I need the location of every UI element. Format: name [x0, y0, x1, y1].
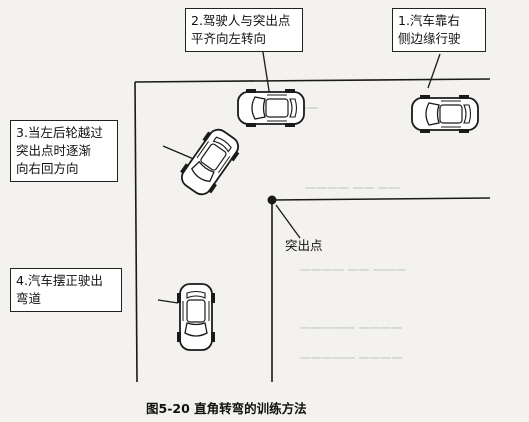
- car-position-4: [176, 283, 216, 351]
- car-position-1: [411, 94, 479, 134]
- car-position-3: [174, 123, 246, 201]
- leader-lines: [157, 45, 441, 304]
- protrusion-point-marker: [267, 195, 277, 205]
- protrusion-point-label: 突出点: [285, 238, 323, 253]
- figure-caption: 图5-20 直角转弯的训练方法: [146, 401, 307, 416]
- car-position-2: [237, 88, 305, 128]
- label-step-2: 2.驾驶人与突出点 平齐向左转向: [185, 8, 303, 52]
- bleed-through-text: 一一一一 一一 一一: [305, 182, 400, 195]
- bleed-through-text: 一一一一 一一 一一一: [300, 264, 406, 277]
- bleed-through-text: 一一一一一 一一一一: [300, 352, 403, 365]
- label-step-4: 4.汽车摆正驶出 弯道: [10, 268, 122, 312]
- label-step-1: 1.汽车靠右 侧边缘行驶: [392, 8, 486, 52]
- label-step-3: 3.当左后轮越过 突出点时逐渐 向右回方向: [10, 120, 118, 182]
- bleed-through-text: 一一一一一 一一一一: [300, 322, 403, 335]
